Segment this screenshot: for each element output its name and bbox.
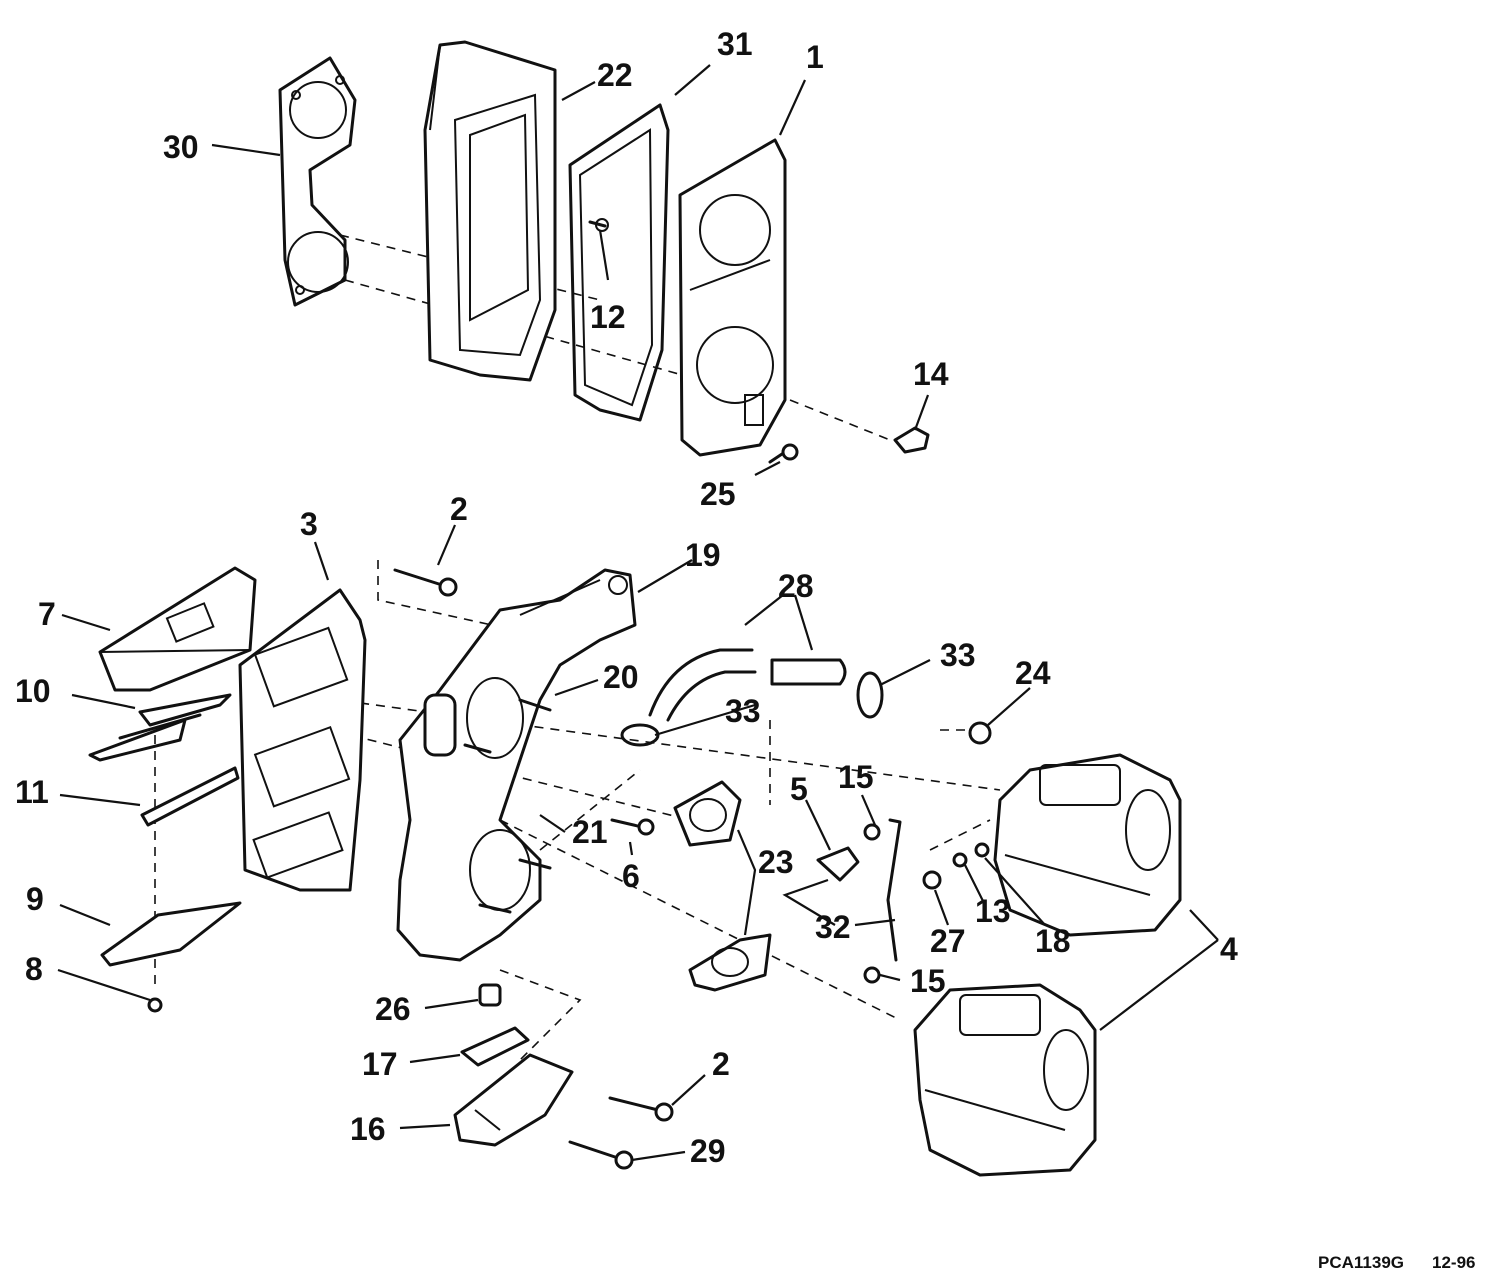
callout-2-top: 2 [450, 491, 468, 527]
choke-linkage-5 [816, 818, 902, 984]
leader-lines [57, 64, 1219, 1162]
carburetor-4-lower [913, 983, 1097, 1177]
hose-28 [648, 648, 847, 722]
airbox-base-1 [678, 138, 787, 457]
callout-33-center: 33 [725, 693, 761, 729]
carburetor-4-upper [993, 753, 1182, 937]
callout-32: 32 [815, 909, 851, 945]
drawing-date: 12-96 [1432, 1253, 1475, 1272]
plate-17 [460, 1026, 530, 1067]
callout-3: 3 [300, 506, 318, 542]
callout-22: 22 [597, 57, 633, 93]
callout-17: 17 [362, 1046, 398, 1082]
bolt-26 [478, 983, 502, 1007]
bolt-29 [568, 1140, 634, 1170]
callout-5: 5 [790, 771, 808, 807]
screw-12 [588, 220, 607, 228]
callout-16: 16 [350, 1111, 386, 1147]
callout-21: 21 [572, 814, 608, 850]
callout-6: 6 [622, 858, 640, 894]
screw-21 [610, 818, 655, 836]
callout-7: 7 [38, 596, 56, 632]
callout-10: 10 [15, 673, 51, 709]
plug-24 [968, 721, 992, 745]
drawing-id: PCA1139G [1318, 1253, 1404, 1272]
callout-29: 29 [690, 1133, 726, 1169]
reed-stop-11 [140, 766, 240, 827]
drawing-reference: PCA1139G 12-96 [1318, 1253, 1475, 1272]
reed-block-7 [98, 566, 257, 692]
studs-20 [463, 698, 552, 914]
callout-18: 18 [1035, 923, 1071, 959]
callout-4: 4 [1220, 931, 1238, 967]
callout-28: 28 [778, 568, 814, 604]
callout-labels: 30 22 31 1 12 14 25 2 3 19 28 7 33 24 20… [15, 26, 1238, 1169]
bracket-16 [453, 1053, 574, 1147]
callout-20: 20 [603, 659, 639, 695]
callout-27: 27 [930, 923, 966, 959]
callout-11: 11 [15, 774, 49, 810]
callout-8: 8 [25, 951, 43, 987]
intake-manifold-19 [396, 568, 637, 962]
screw-25 [768, 443, 799, 464]
flange-gaskets [673, 780, 772, 992]
callout-2-bottom: 2 [712, 1046, 730, 1082]
callout-33-right: 33 [940, 637, 976, 673]
callout-24: 24 [1015, 655, 1051, 691]
bolt-2-bottom [608, 1096, 674, 1122]
callout-25: 25 [700, 476, 736, 512]
gasket-30 [278, 56, 357, 307]
intake-gasket-3 [238, 588, 367, 892]
gasket-31 [568, 103, 670, 422]
screw-27 [922, 842, 990, 890]
plate-9 [100, 901, 242, 967]
callout-12: 12 [590, 299, 626, 335]
callout-1: 1 [806, 39, 824, 75]
callout-13: 13 [975, 893, 1011, 929]
bolt-2-top [393, 568, 458, 597]
screw-8 [147, 997, 163, 1013]
callout-14: 14 [913, 356, 949, 392]
callout-15-top: 15 [838, 759, 874, 795]
reed-petals-10 [88, 693, 232, 762]
callout-9: 9 [26, 881, 44, 917]
callout-26: 26 [375, 991, 411, 1027]
callout-15-bottom: 15 [910, 963, 946, 999]
clip-14 [893, 426, 930, 454]
callout-19: 19 [685, 537, 721, 573]
callout-30: 30 [163, 129, 199, 165]
callout-23: 23 [758, 844, 794, 880]
airbox-cover-22 [423, 40, 557, 382]
callout-31: 31 [717, 26, 753, 62]
